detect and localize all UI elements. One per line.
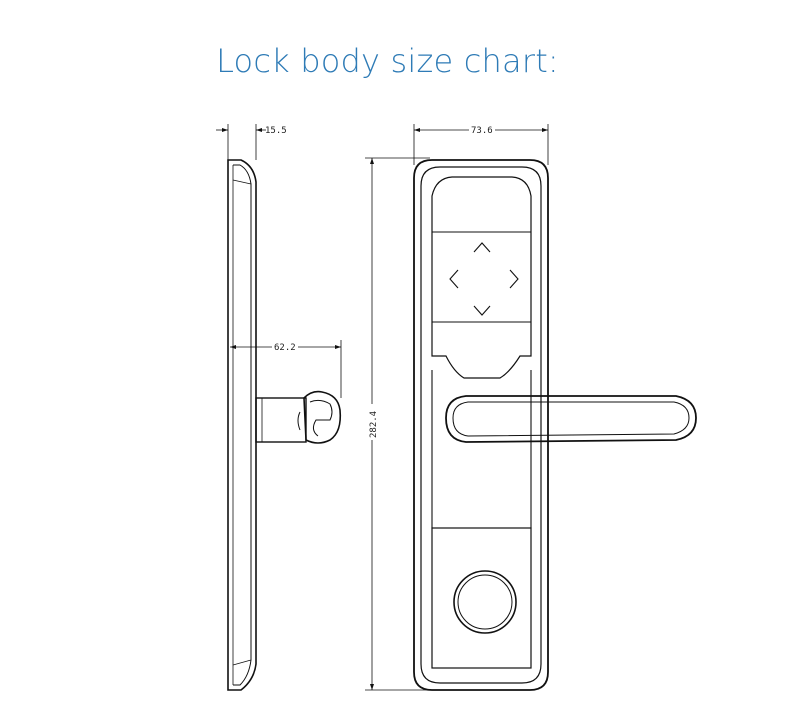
dimension-front-width: 73.6 [413, 124, 549, 165]
side-plate-inner-line [233, 164, 252, 686]
key-cylinder-panel [431, 527, 532, 669]
front-plate-outline [413, 159, 549, 691]
page-title: Lock body size chart: [216, 42, 559, 80]
dimension-side-depth-label: 62.2 [274, 343, 296, 353]
lever-handle [445, 395, 697, 443]
dimension-side-depth: 62.2 [230, 340, 342, 398]
front-view: 73.6 282.4 [365, 124, 697, 691]
key-cylinder-icon [453, 570, 517, 634]
dimension-front-height: 282.4 [365, 157, 430, 691]
dimension-side-thickness: 15.5 [216, 124, 287, 160]
dimension-front-height-label: 282.4 [369, 411, 379, 438]
card-reader-panel [431, 176, 532, 379]
side-plate-outline [227, 159, 257, 691]
dimension-front-width-label: 73.6 [471, 126, 493, 136]
dimension-side-thickness-label: 15.5 [265, 126, 287, 136]
side-view: 15.5 62.2 [216, 124, 342, 691]
side-handle-profile [255, 390, 342, 444]
front-plate-inner-outline [420, 166, 542, 684]
direction-arrows-icon [449, 242, 519, 316]
